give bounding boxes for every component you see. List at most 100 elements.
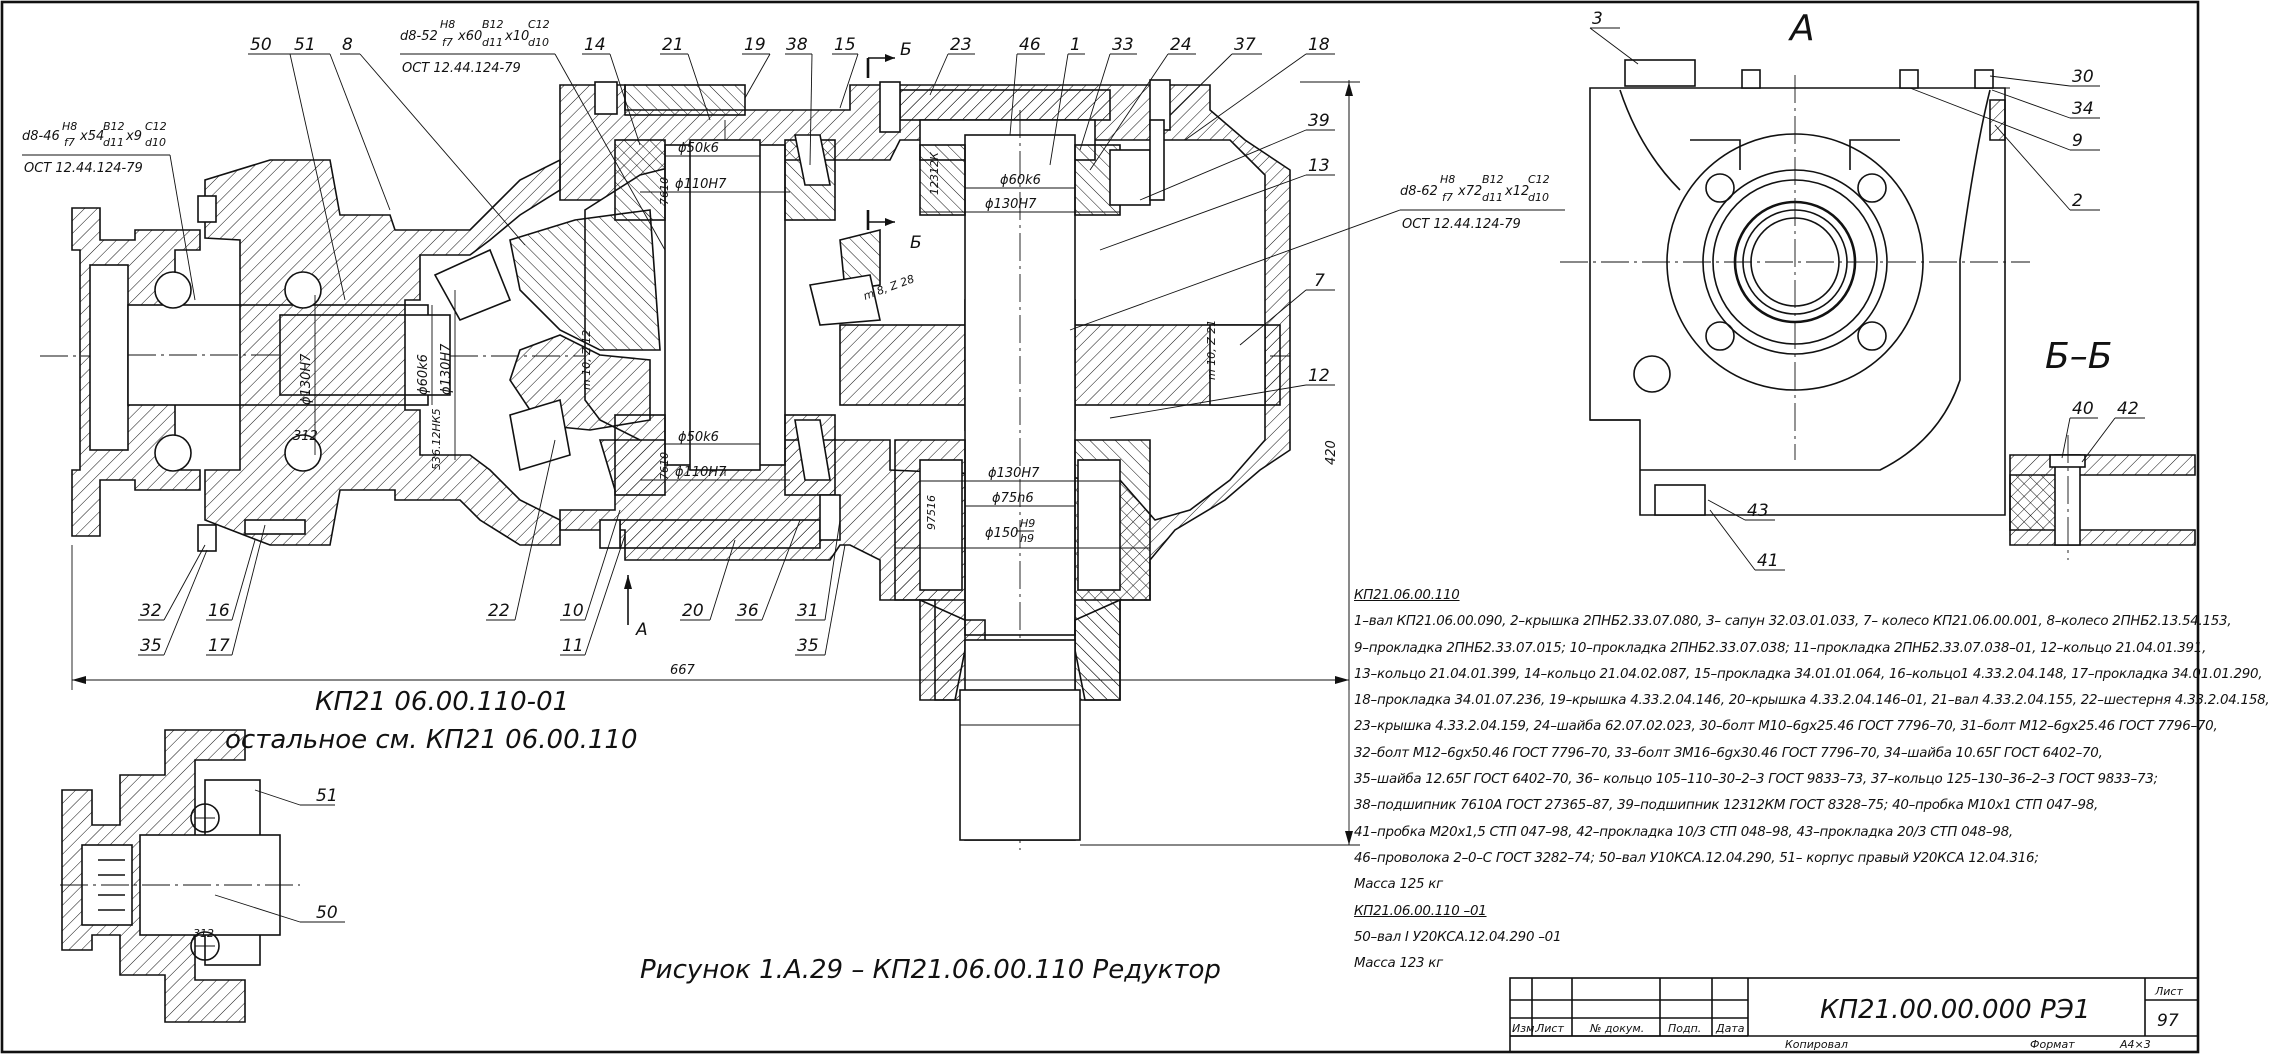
svg-text:x10: x10 bbox=[504, 29, 529, 44]
dim-7610a: 7610 bbox=[658, 177, 671, 205]
dim-150: ϕ150 bbox=[985, 526, 1018, 541]
part-18: 18 bbox=[1308, 35, 1330, 55]
svg-text:d10: d10 bbox=[528, 36, 549, 49]
svg-text:B12: B12 bbox=[103, 120, 125, 133]
dim-7610b: 7610 bbox=[658, 452, 671, 480]
part-22: 22 bbox=[488, 601, 510, 621]
dim-130h7-right: ϕ130H7 bbox=[985, 197, 1037, 212]
part-17: 17 bbox=[208, 636, 230, 656]
part-21: 21 bbox=[662, 35, 684, 55]
col-list: Лист bbox=[1535, 1022, 1564, 1035]
svg-text:d8-46: d8-46 bbox=[22, 129, 60, 144]
part-3: 3 bbox=[1592, 9, 1603, 29]
dim-50k6-upper: ϕ50k6 bbox=[678, 141, 719, 156]
section-bb: Б–Б 40 42 bbox=[2009, 336, 2196, 560]
svg-text:B12: B12 bbox=[482, 18, 504, 31]
svg-text:d10: d10 bbox=[1528, 191, 1549, 204]
svg-text:d8-62: d8-62 bbox=[1400, 184, 1438, 199]
dim-130h7-left2: ϕ130H7 bbox=[299, 353, 314, 405]
section-bb-title: Б–Б bbox=[2045, 336, 2112, 377]
spline-spec-top: d8-52 H8 f7 x60 B12 d11 x10 C12 d10 ОСТ … bbox=[400, 18, 666, 251]
part-35-left: 35 bbox=[140, 636, 162, 656]
part-13: 13 bbox=[1308, 156, 1330, 176]
arrow-a-label: А bbox=[635, 620, 648, 640]
dim-312: 312 bbox=[293, 429, 318, 444]
sheet-number: 97 bbox=[2157, 1011, 2179, 1031]
col-data: Дата bbox=[1715, 1022, 1745, 1035]
notes-line: 9–прокладка 2ПНБ2.33.07.015; 10–прокладк… bbox=[1354, 640, 2207, 656]
sheet-frame bbox=[0, 0, 2200, 1054]
part-51: 51 bbox=[294, 35, 316, 55]
part-35-right: 35 bbox=[797, 636, 819, 656]
main-dimensions: 667 420 ϕ50k6 ϕ110H7 ϕ50k6 ϕ110H7 ϕ60k6 … bbox=[71, 80, 1360, 846]
col-dokum: № докум. bbox=[1589, 1022, 1644, 1035]
dim-60k6-left: ϕ60k6 bbox=[416, 354, 431, 395]
parts-notes: КП21.06.00.110 1–вал КП21.06.00.090, 2–к… bbox=[1354, 583, 2269, 977]
part-15: 15 bbox=[834, 35, 856, 55]
view-a-title: А bbox=[1788, 8, 1815, 49]
svg-text:x9: x9 bbox=[125, 129, 142, 144]
notes-line: 38–подшипник 7610А ГОСТ 27365–87, 39–под… bbox=[1354, 798, 2098, 814]
view-a-leaders: 3 30 34 9 2 43 41 bbox=[1589, 9, 2100, 571]
col-izm: Изм. bbox=[1512, 1022, 1538, 1035]
variant-view: КП21 06.00.110-01 остальное см. КП21 06.… bbox=[60, 687, 638, 1023]
variant-dim-312: 312 bbox=[193, 927, 214, 940]
notes-line: 18–прокладка 34.01.07.236, 19–крышка 4.3… bbox=[1354, 693, 2269, 709]
part-41: 41 bbox=[1757, 551, 1779, 571]
dim-60k6-right: ϕ60k6 bbox=[1000, 173, 1041, 188]
part-9: 9 bbox=[2072, 131, 2083, 151]
notes-line: 46–проволока 2–0–С ГОСТ 3282–74; 50–вал … bbox=[1354, 850, 2039, 866]
part-23: 23 bbox=[950, 35, 972, 55]
gear-m10-right-label: m 10, Z 21 bbox=[1205, 320, 1218, 380]
part-31: 31 bbox=[797, 601, 819, 621]
section-marks: Б Б А bbox=[624, 40, 922, 640]
variant-title: КП21 06.00.110-01 bbox=[315, 687, 569, 717]
notes-mass-2: Масса 123 кг bbox=[1354, 956, 1443, 972]
svg-text:C12: C12 bbox=[145, 120, 167, 133]
svg-text:Б: Б bbox=[900, 40, 912, 60]
dim-536: 536.12НК5 bbox=[430, 408, 443, 470]
part-43: 43 bbox=[1747, 501, 1769, 521]
part-20: 20 bbox=[682, 601, 704, 621]
notes-header-2: КП21.06.00.110 –01 bbox=[1354, 903, 1487, 919]
format-label: Формат bbox=[2030, 1038, 2075, 1051]
svg-text:f7: f7 bbox=[442, 36, 453, 49]
dim-50k6-lower: ϕ50k6 bbox=[678, 430, 719, 445]
svg-text:x60: x60 bbox=[457, 29, 482, 44]
part-34: 34 bbox=[2072, 99, 2094, 119]
notes-line: 35–шайба 12.65Г ГОСТ 6402–70, 36– кольцо… bbox=[1354, 772, 2158, 788]
part-46: 46 bbox=[1019, 35, 1041, 55]
notes-line: 13–кольцо 21.04.01.399, 14–кольцо 21.04.… bbox=[1354, 666, 2263, 682]
spline-spec-left: d8-46 H8 f7 x54 B12 d11 x9 C12 d10 ОСТ 1… bbox=[22, 120, 196, 301]
copied-label: Копировал bbox=[1785, 1038, 1848, 1051]
part-12: 12 bbox=[1308, 366, 1330, 386]
notes-header: КП21.06.00.110 bbox=[1354, 588, 1460, 603]
part-42: 42 bbox=[2117, 399, 2139, 419]
part-leaders-main: 50 51 8 14 21 19 38 15 23 46 1 33 24 37 … bbox=[138, 35, 1335, 656]
notes-line: 23–крышка 4.33.2.04.159, 24–шайба 62.07.… bbox=[1354, 719, 2218, 735]
dim-total-length: 667 bbox=[670, 663, 696, 678]
svg-text:ОСТ 12.44.124-79: ОСТ 12.44.124-79 bbox=[1402, 217, 1521, 232]
notes-mass-1: Масса 125 кг bbox=[1354, 877, 1443, 893]
notes-line: 1–вал КП21.06.00.090, 2–крышка 2ПНБ2.33.… bbox=[1354, 614, 2232, 630]
svg-text:x54: x54 bbox=[79, 129, 104, 144]
part-19: 19 bbox=[744, 35, 766, 55]
main-section-view bbox=[40, 79, 1291, 850]
svg-text:Б: Б bbox=[910, 233, 922, 253]
svg-text:d10: d10 bbox=[145, 136, 166, 149]
part-11: 11 bbox=[562, 636, 584, 656]
part-38: 38 bbox=[786, 35, 808, 55]
svg-text:H8: H8 bbox=[62, 120, 77, 133]
svg-text:x12: x12 bbox=[1504, 184, 1529, 199]
part-50-variant: 50 bbox=[316, 903, 338, 923]
svg-text:d11: d11 bbox=[482, 36, 503, 49]
svg-text:C12: C12 bbox=[1528, 173, 1550, 186]
part-1: 1 bbox=[1070, 35, 1081, 55]
part-37: 37 bbox=[1234, 35, 1256, 55]
dim-150-fit-top: H9 bbox=[1020, 517, 1035, 530]
part-32: 32 bbox=[140, 601, 162, 621]
part-8: 8 bbox=[342, 35, 353, 55]
variant-subtitle: остальное см. КП21 06.00.110 bbox=[225, 725, 638, 755]
part-24: 24 bbox=[1170, 35, 1192, 55]
notes-line: 32–болт М12–6gх50.46 ГОСТ 7796–70, 33–бо… bbox=[1354, 745, 2103, 761]
